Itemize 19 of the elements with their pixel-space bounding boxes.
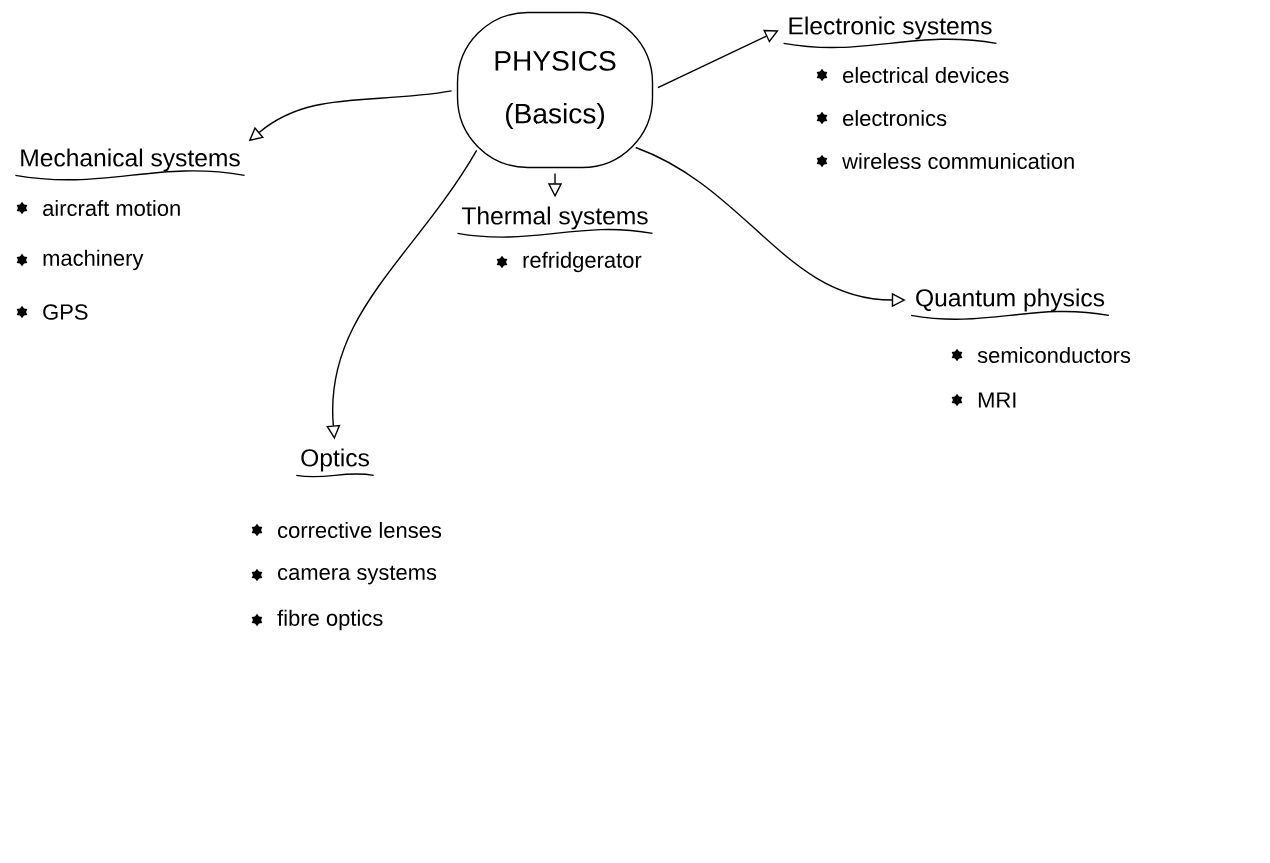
list-item: corrective lenses [278,521,442,539]
list-item: machinery [43,249,144,271]
list-item: refridgerator [523,251,642,273]
list-item: fibre optics [277,609,383,631]
arrow [657,29,779,89]
list-item: MRI [978,392,1016,408]
list-item: semiconductors [977,346,1131,364]
topic-blob: PHYSICS (Basics) [456,11,654,169]
heading: Mechanical systems [14,148,246,181]
list-item: aircraft motion [43,199,180,217]
heading: Optics [295,448,375,478]
list-item: camera systems [278,565,437,585]
heading: Electronic systems [782,16,998,49]
list-item: wireless communication [842,152,1074,170]
heading: Thermal systems [456,206,654,238]
heading: Quantum physics [910,288,1110,320]
list-item: GPS [43,304,88,320]
list-item: electrical devices [843,66,1009,84]
list-item: electronics [843,109,947,127]
